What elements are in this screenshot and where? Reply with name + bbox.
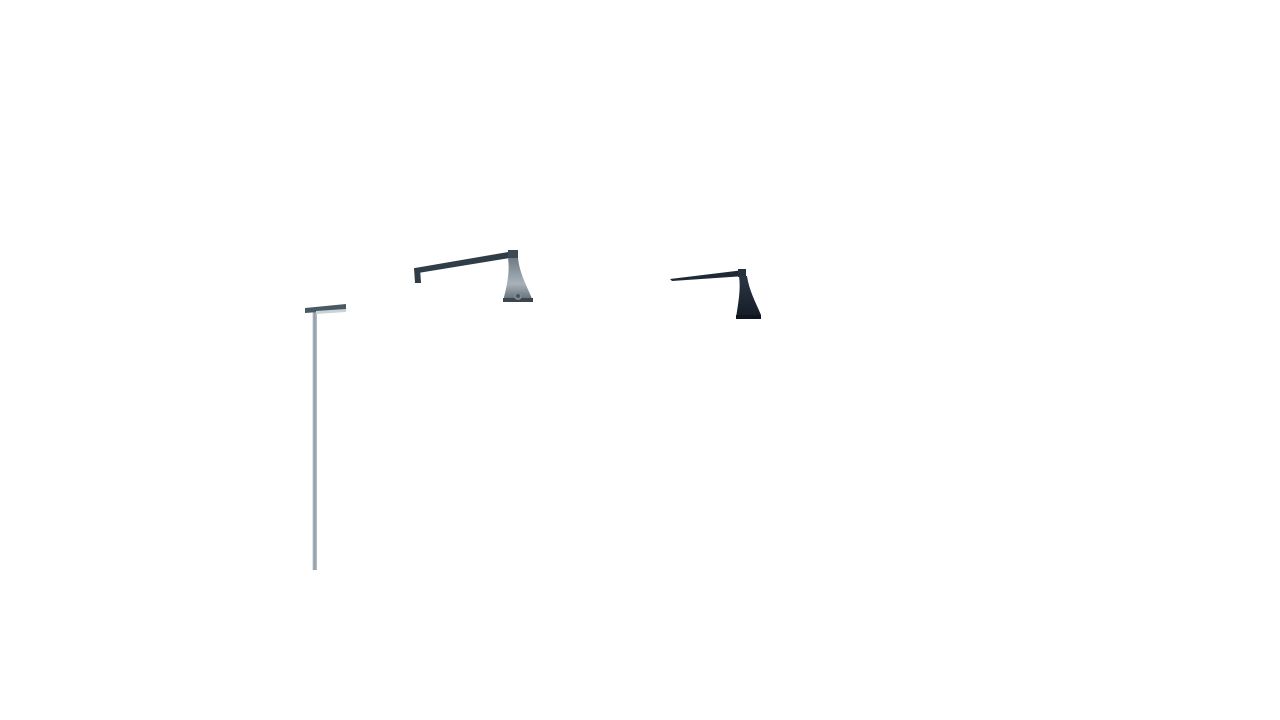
ceiling-mount-bracket — [305, 304, 346, 314]
lamp-head-right — [736, 276, 761, 319]
lamp-arm-right — [670, 269, 746, 281]
lamp-head-left — [503, 258, 533, 302]
pole — [312, 312, 317, 570]
lamp-arm-left — [414, 250, 518, 283]
